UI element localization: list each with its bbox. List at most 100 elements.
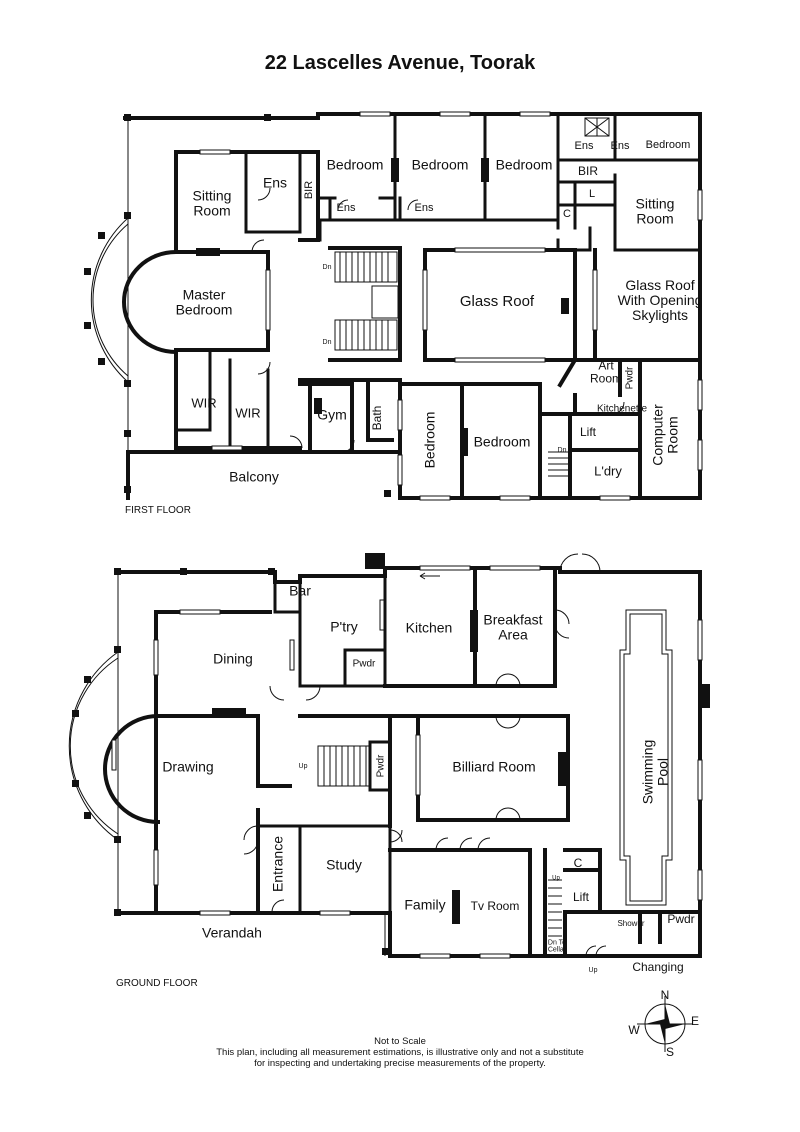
- page-title: 22 Lascelles Avenue, Toorak: [264, 52, 536, 74]
- room-ens: Ens: [263, 175, 287, 191]
- stair-up-label: Up: [299, 763, 308, 770]
- room-shower: Shower: [617, 919, 644, 928]
- balcony-curve-inner: [92, 223, 129, 377]
- label-line: Room: [636, 210, 673, 226]
- first-floor-plan: [84, 111, 703, 501]
- room-bar: Bar: [289, 583, 311, 599]
- room-bedroom: Bedroom: [496, 157, 553, 173]
- room-billiard-room: Billiard Room: [452, 759, 535, 775]
- stair-up-label: Up: [552, 876, 560, 882]
- stair-flight-2: [334, 319, 398, 351]
- ground-floor-plan: [68, 553, 710, 959]
- room-pwdr: Pwdr: [625, 366, 636, 389]
- verandah-curve-inner: [69, 657, 119, 835]
- ground-floor-label: GROUND FLOOR: [116, 978, 198, 989]
- label-line: Master: [183, 286, 226, 302]
- room-swimming-pool: SwimmingPool: [639, 740, 670, 805]
- label-line: Sitting: [636, 195, 675, 211]
- label-line: Glass Roof: [625, 277, 694, 293]
- room-dining: Dining: [213, 651, 253, 667]
- room-bir: BIR: [303, 181, 315, 199]
- room-bedroom: Bedroom: [327, 157, 384, 173]
- room-glass-roof: Glass Roof: [460, 293, 535, 310]
- room-laundry: L'dry: [594, 463, 622, 478]
- label-line: Pool: [654, 758, 670, 786]
- gym-bath-walls: [298, 378, 402, 454]
- room-drawing: Drawing: [162, 759, 213, 775]
- stair-down-label: Dn: [558, 447, 567, 454]
- room-entrance: Entrance: [270, 836, 286, 892]
- label-line: Sitting: [193, 187, 232, 203]
- label-line: Swimming: [639, 740, 655, 805]
- room-computer-room: ComputerRoom: [649, 404, 680, 466]
- room-bedroom: Bedroom: [646, 139, 691, 151]
- ens-wall-1: [244, 150, 302, 234]
- room-pwdr: Pwdr: [376, 754, 387, 777]
- room-gym: Gym: [317, 407, 347, 423]
- label-line: Breakfast: [483, 611, 542, 627]
- label-line: Computer: [649, 404, 665, 466]
- room-kitchen: Kitchen: [406, 620, 453, 636]
- balcony-curve-outer: [90, 217, 129, 383]
- room-balcony: Balcony: [229, 469, 279, 485]
- label-line: Bedroom: [176, 301, 233, 317]
- compass-west: W: [628, 1023, 640, 1037]
- compass-rose: N S E W: [628, 988, 699, 1059]
- room-wir: WIR: [191, 395, 216, 410]
- room-ens: Ens: [337, 202, 356, 214]
- kitchen-walls: [298, 570, 557, 828]
- room-ens: Ens: [575, 140, 594, 152]
- stair-flight-1: [334, 251, 398, 283]
- ens-small-walls: [328, 196, 402, 220]
- stair-down-label: Dn: [323, 339, 332, 346]
- room-ens: Ens: [611, 140, 630, 152]
- label-line: Dn To: [548, 939, 566, 946]
- room-tv-room: Tv Room: [471, 899, 520, 913]
- room-bedroom: Bedroom: [474, 434, 531, 450]
- ground-stair: [317, 745, 371, 787]
- label-line: Cellar: [548, 946, 567, 953]
- room-bedroom: Bedroom: [422, 412, 438, 469]
- bedroom-row-walls: [316, 112, 560, 242]
- master-bay-wall: [122, 249, 179, 355]
- room-l: L: [589, 188, 595, 200]
- wir-walls: [174, 348, 270, 450]
- stair-down-label: Dn: [323, 264, 332, 271]
- room-c: C: [563, 208, 571, 220]
- room-pantry: P'try: [330, 619, 358, 635]
- label-line: Room: [590, 372, 622, 386]
- scale-note: Not to Scale: [374, 1036, 426, 1047]
- family-walls: [388, 848, 702, 958]
- disclaimer-line: for inspecting and undertaking precise m…: [254, 1058, 546, 1069]
- room-ens: Ens: [415, 202, 434, 214]
- verandah-curve-outer: [68, 651, 119, 841]
- step-up-label: Up: [589, 967, 598, 974]
- label-line: Room: [193, 202, 230, 218]
- compass-north: N: [661, 988, 670, 1002]
- room-changing: Changing: [632, 960, 683, 974]
- room-c: C: [574, 856, 583, 870]
- disclaimer: Not to Scale This plan, including all me…: [150, 1036, 650, 1069]
- compass-south: S: [666, 1045, 674, 1059]
- room-bedroom: Bedroom: [412, 157, 469, 173]
- room-wir: WIR: [235, 405, 260, 420]
- label-line: With Opening: [618, 292, 703, 308]
- room-bath: Bath: [370, 406, 384, 431]
- label-line: Skylights: [632, 307, 688, 323]
- room-study: Study: [326, 857, 362, 873]
- compass-east: E: [691, 1014, 699, 1028]
- room-lift: Lift: [580, 425, 597, 439]
- room-lift: Lift: [573, 890, 590, 904]
- disclaimer-line: This plan, including all measurement est…: [216, 1047, 584, 1058]
- first-floor-label: FIRST FLOOR: [125, 505, 191, 516]
- label-line: Art: [598, 359, 614, 373]
